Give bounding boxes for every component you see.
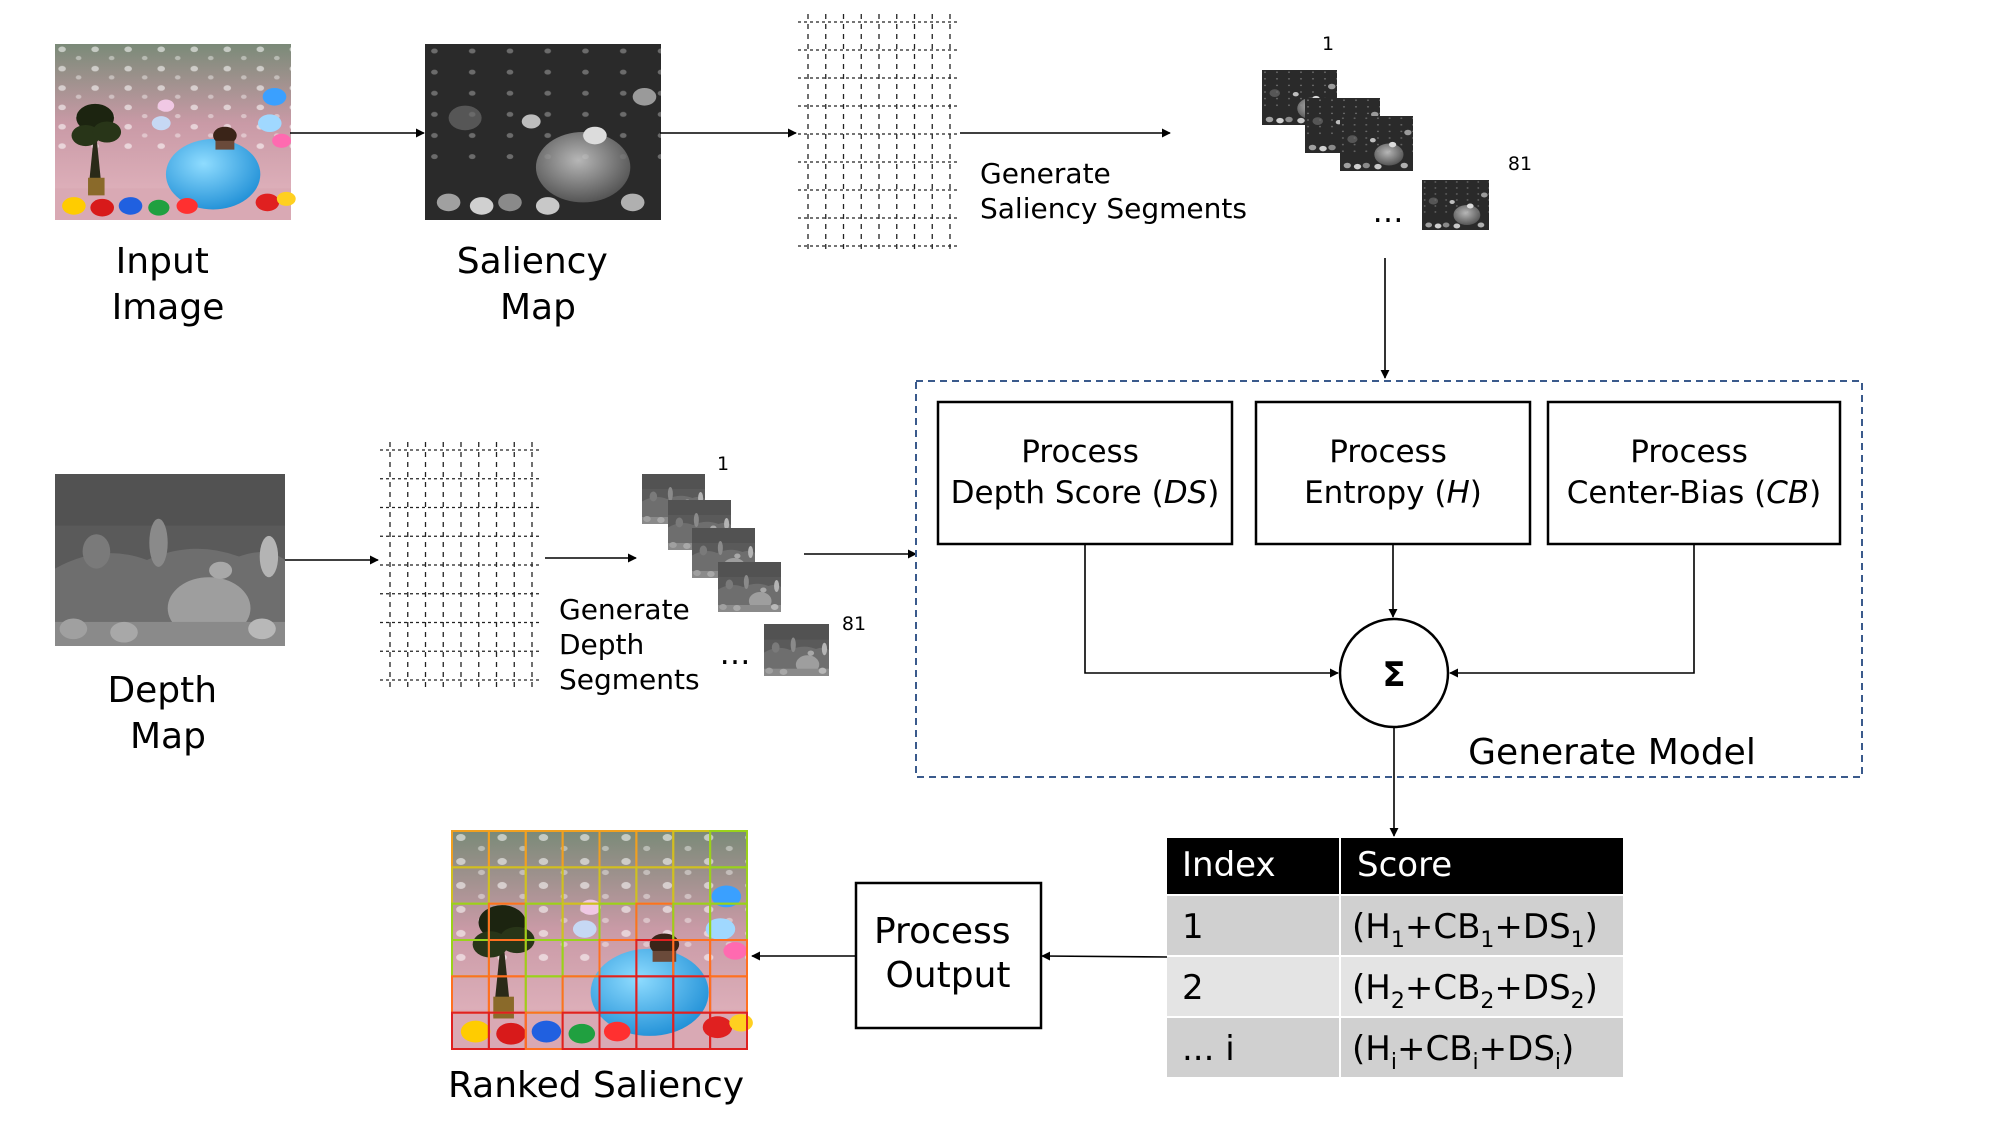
generate-saliency-segments-label: Generate Saliency Segments: [980, 157, 1247, 225]
table-cell-bg: [1167, 1018, 1339, 1077]
saliency-segmentation-grid: [798, 14, 960, 254]
generate-model-title: Generate Model: [1468, 732, 1756, 773]
table-cell-bg: [1341, 896, 1623, 955]
saliency-segment-stack: 1 … 81: [1262, 33, 1532, 230]
process-depth-score-box: Process Depth Score (DS): [936, 400, 1234, 546]
table-cell-bg: [1167, 957, 1339, 1016]
process-output-box: Process Output: [854, 881, 1043, 1030]
table-cell-score: (Hi​+CBi​+DSi​): [1352, 1029, 1574, 1075]
saliency-segment-last-index: 81: [1508, 153, 1532, 175]
table-cell-bg: [1167, 896, 1339, 955]
depth-segment-stack: 1 … 81: [642, 453, 866, 676]
arrow-center-bias-to-sum: [1449, 544, 1695, 678]
input-image-thumbnail: [55, 44, 296, 220]
input-image-label: Input Image: [112, 241, 225, 328]
saliency-map-thumbnail: [425, 44, 661, 220]
table-row: ... i (Hi​+CBi​+DSi​): [1167, 1018, 1623, 1077]
table-header-index-bg: [1167, 838, 1339, 894]
table-cell-score: (H2​+CB2​+DS2​): [1352, 968, 1598, 1014]
table-row: 2 (H2​+CB2​+DS2​): [1167, 957, 1623, 1016]
saliency-segment-tile: [1340, 116, 1413, 171]
ranked-grid-cell: [709, 1011, 748, 1051]
table-cell-bg: [1341, 957, 1623, 1016]
process-output-label: Process Output: [874, 911, 1022, 996]
saliency-segment-ellipsis: …: [1373, 194, 1404, 230]
table-cell-index: 2: [1182, 968, 1204, 1008]
table-row: 1 (H1​+CB1​+DS1​): [1167, 896, 1623, 955]
generate-model-border: [915, 380, 1863, 778]
table-cell-bg: [1341, 1018, 1623, 1077]
table-header-score-bg: [1341, 838, 1623, 894]
depth-segment-tile: [764, 624, 829, 676]
saliency-segment-first-index: 1: [1322, 33, 1334, 55]
depth-map-label: Depth Map: [107, 670, 228, 757]
table-header-index: Index: [1182, 845, 1276, 885]
process-depth-score-label: Process Depth Score (DS): [951, 434, 1220, 511]
process-center-bias-label: Process Center-Bias (CB): [1567, 434, 1821, 511]
depth-segment-tile: [718, 562, 781, 612]
table-cell-index: 1: [1182, 907, 1204, 947]
ranked-saliency-label: Ranked Saliency: [448, 1065, 744, 1106]
process-entropy-box: Process Entropy (H): [1254, 400, 1532, 546]
generate-depth-segments-label: Generate Depth Segments: [559, 593, 700, 696]
depth-segment-last-index: 81: [842, 613, 866, 635]
generate-model-block: Generate Model Process Depth Score (DS) …: [915, 380, 1863, 778]
saliency-segment-tile: [1422, 180, 1489, 230]
arrow-table-to-process-output: [1041, 951, 1168, 961]
sum-symbol: Σ: [1382, 655, 1405, 695]
depth-segment-ellipsis: …: [720, 636, 751, 672]
arrow-depth-score-to-sum: [1084, 544, 1339, 678]
ranked-saliency-image: [451, 830, 753, 1051]
process-center-bias-box: Process Center-Bias (CB): [1546, 400, 1842, 546]
depth-segmentation-grid: [380, 442, 542, 688]
saliency-map-label: Saliency Map: [457, 241, 619, 328]
process-entropy-label: Process Entropy (H): [1304, 434, 1482, 511]
table-header-score: Score: [1357, 845, 1452, 885]
table-cell-score: (H1​+CB1​+DS1​): [1352, 907, 1598, 953]
depth-segment-first-index: 1: [717, 453, 729, 475]
table-cell-index: ... i: [1182, 1029, 1235, 1069]
score-table: Index Score 1 (H1​+CB1​+DS1​) 2 (H2​+CB2​+D…: [1167, 838, 1623, 1077]
depth-map-thumbnail: [55, 474, 285, 646]
